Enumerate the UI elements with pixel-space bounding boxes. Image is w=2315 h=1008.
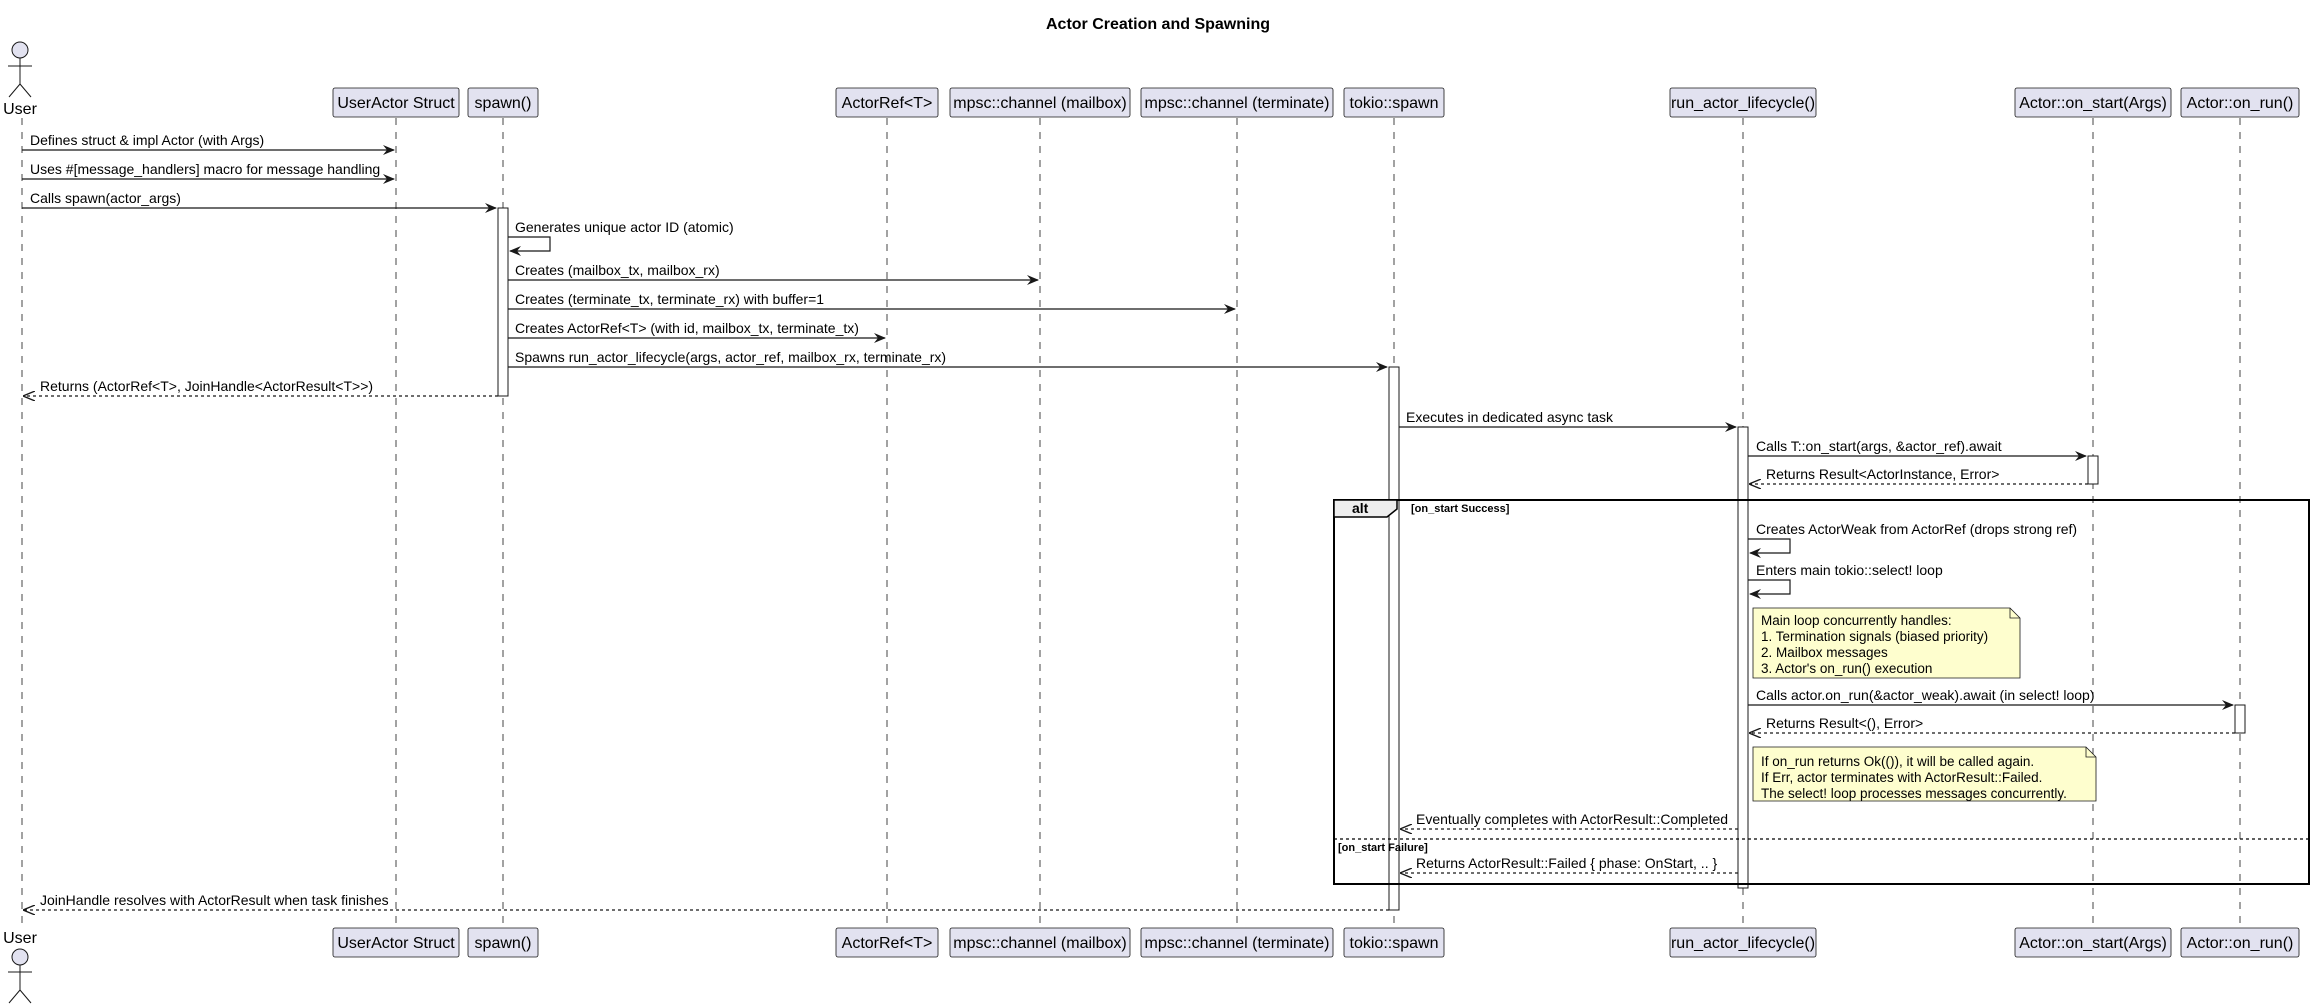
message-label: Returns Result<(), Error> xyxy=(1766,715,1923,731)
participant-label: tokio::spawn xyxy=(1350,935,1439,952)
note-on-run-behavior: If on_run returns Ok(()), it will be cal… xyxy=(1752,746,2097,802)
stick-figure-icon xyxy=(8,41,32,98)
alt-guard-success: [on_start Success] xyxy=(1411,503,1510,515)
participant-tokio-spawn-top: tokio::spawn xyxy=(1343,87,1445,118)
participant-terminate-channel-bottom: mpsc::channel (terminate) xyxy=(1140,927,1334,958)
stick-figure-icon xyxy=(8,948,32,1004)
activation-run-actor-lifecycle xyxy=(1737,426,1749,889)
user-actor-bottom: User xyxy=(3,930,38,1004)
note-main-loop: Main loop concurrently handles: 1. Termi… xyxy=(1752,607,2021,679)
participant-spawn-top: spawn() xyxy=(467,87,539,118)
message-label: Calls actor.on_run(&actor_weak).await (i… xyxy=(1756,687,2095,703)
participant-label: spawn() xyxy=(475,95,532,112)
participant-label: spawn() xyxy=(475,935,532,952)
diagram-title: Actor Creation and Spawning xyxy=(1046,16,1270,33)
note-line: 3. Actor's on_run() execution xyxy=(1761,661,1932,676)
participant-run-actor-lifecycle-bottom: run_actor_lifecycle() xyxy=(1669,927,1817,958)
message-label: Returns Result<ActorInstance, Error> xyxy=(1766,466,1999,482)
message-arrow-self xyxy=(1748,538,1791,558)
actor-label: User xyxy=(3,101,37,118)
participant-on-start-bottom: Actor::on_start(Args) xyxy=(2014,927,2172,958)
message-label: Enters main tokio::select! loop xyxy=(1756,562,1943,578)
note-line: 2. Mailbox messages xyxy=(1761,645,1888,660)
activation-on-start xyxy=(2087,455,2099,485)
message-label: Defines struct & impl Actor (with Args) xyxy=(30,132,264,148)
message-label: Creates (terminate_tx, terminate_rx) wit… xyxy=(515,291,824,307)
message-label: Spawns run_actor_lifecycle(args, actor_r… xyxy=(515,349,946,365)
message-label: Executes in dedicated async task xyxy=(1406,409,1614,425)
message-label: Calls T::on_start(args, &actor_ref).awai… xyxy=(1756,438,2002,454)
participant-actorref-bottom: ActorRef<T> xyxy=(835,927,939,958)
note-line: The select! loop processes messages conc… xyxy=(1761,786,2067,801)
note-line: 1. Termination signals (biased priority) xyxy=(1761,629,1988,644)
participant-on-run-bottom: Actor::on_run() xyxy=(2180,927,2300,958)
participant-label: Actor::on_run() xyxy=(2187,935,2294,952)
participant-label: UserActor Struct xyxy=(337,95,455,112)
participant-actorref-top: ActorRef<T> xyxy=(835,87,939,118)
participant-label: mpsc::channel (terminate) xyxy=(1145,95,1330,112)
participant-run-actor-lifecycle-top: run_actor_lifecycle() xyxy=(1669,87,1817,118)
message-arrow-self xyxy=(1748,579,1791,599)
message-label: Returns ActorResult::Failed { phase: OnS… xyxy=(1416,855,1717,871)
participant-useractor-struct-bottom: UserActor Struct xyxy=(332,927,460,958)
message-label: Creates (mailbox_tx, mailbox_rx) xyxy=(515,262,720,278)
participant-label: ActorRef<T> xyxy=(842,95,933,112)
note-line: If Err, actor terminates with ActorResul… xyxy=(1761,770,2042,785)
message-label: Calls spawn(actor_args) xyxy=(30,190,181,206)
participant-label: ActorRef<T> xyxy=(842,935,933,952)
message-label: Creates ActorRef<T> (with id, mailbox_tx… xyxy=(515,320,859,336)
actor-label: User xyxy=(3,930,37,947)
participant-label: tokio::spawn xyxy=(1350,95,1439,112)
message-arrow-self xyxy=(508,236,551,256)
participant-label: Actor::on_start(Args) xyxy=(2019,95,2167,112)
participant-label: UserActor Struct xyxy=(337,935,455,952)
participant-terminate-channel-top: mpsc::channel (terminate) xyxy=(1140,87,1334,118)
participant-tokio-spawn-bottom: tokio::spawn xyxy=(1343,927,1445,958)
alt-guard-failure: [on_start Failure] xyxy=(1338,842,1428,854)
alt-fragment: alt [on_start Success] [on_start Failure… xyxy=(1333,499,2310,885)
user-actor-top: User xyxy=(3,41,38,118)
activation-on-run xyxy=(2234,704,2246,734)
activation-spawn xyxy=(497,207,509,397)
participant-label: run_actor_lifecycle() xyxy=(1671,935,1815,952)
participant-on-run-top: Actor::on_run() xyxy=(2180,87,2300,118)
participant-label: mpsc::channel (terminate) xyxy=(1145,935,1330,952)
participant-spawn-bottom: spawn() xyxy=(467,927,539,958)
note-line: If on_run returns Ok(()), it will be cal… xyxy=(1761,754,2034,769)
participant-mailbox-channel-top: mpsc::channel (mailbox) xyxy=(949,87,1131,118)
participant-label: Actor::on_start(Args) xyxy=(2019,935,2167,952)
note-line: Main loop concurrently handles: xyxy=(1761,613,1952,628)
activation-tokio-spawn xyxy=(1388,366,1400,911)
alt-keyword: alt xyxy=(1352,500,1369,516)
message-label: Generates unique actor ID (atomic) xyxy=(515,219,734,235)
participant-label: Actor::on_run() xyxy=(2187,95,2294,112)
message-label: Eventually completes with ActorResult::C… xyxy=(1416,811,1728,827)
message-label: Uses #[message_handlers] macro for messa… xyxy=(30,161,380,177)
participant-label: mpsc::channel (mailbox) xyxy=(953,95,1126,112)
participant-mailbox-channel-bottom: mpsc::channel (mailbox) xyxy=(949,927,1131,958)
participant-label: run_actor_lifecycle() xyxy=(1671,95,1815,112)
message-label: Returns (ActorRef<T>, JoinHandle<ActorRe… xyxy=(40,378,373,394)
participant-on-start-top: Actor::on_start(Args) xyxy=(2014,87,2172,118)
message-label: JoinHandle resolves with ActorResult whe… xyxy=(40,892,389,908)
message-label: Creates ActorWeak from ActorRef (drops s… xyxy=(1756,521,2077,537)
participant-useractor-struct-top: UserActor Struct xyxy=(332,87,460,118)
participant-label: mpsc::channel (mailbox) xyxy=(953,935,1126,952)
